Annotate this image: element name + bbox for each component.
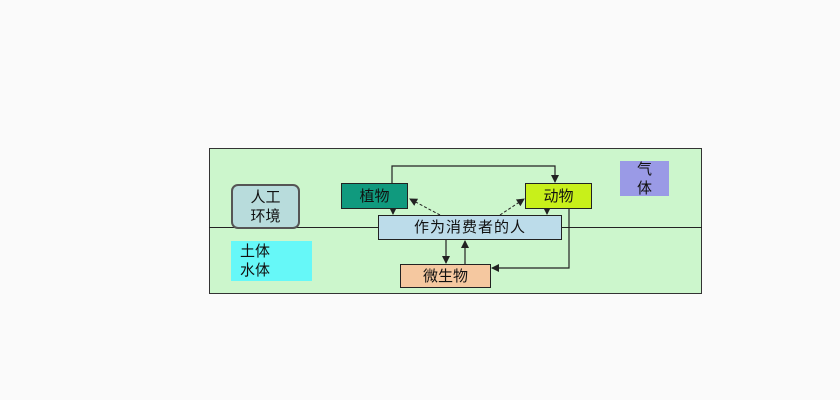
edge-plant-animal — [391, 165, 559, 183]
soil-water-line1: 土体 — [240, 242, 271, 260]
environment-line1: 人工 — [250, 187, 281, 206]
edge-human-animal — [499, 198, 525, 216]
edge-human-plant — [409, 198, 441, 216]
environment-line2: 环境 — [250, 206, 281, 225]
gas-node: 气 体 — [620, 159, 669, 197]
gas-line1: 气 — [636, 159, 652, 178]
edge-animal-microorganism — [491, 209, 570, 272]
plant-node: 植物 — [341, 183, 408, 209]
soil-water-node: 土体 水体 — [231, 241, 312, 281]
animal-node: 动物 — [525, 183, 592, 209]
human-consumer-node: 作为消费者的人 — [378, 215, 562, 240]
gas-line2: 体 — [636, 178, 652, 197]
microorganism-node: 微生物 — [400, 264, 491, 288]
soil-water-line2: 水体 — [240, 261, 271, 279]
environment-node: 人工 环境 — [231, 184, 300, 229]
